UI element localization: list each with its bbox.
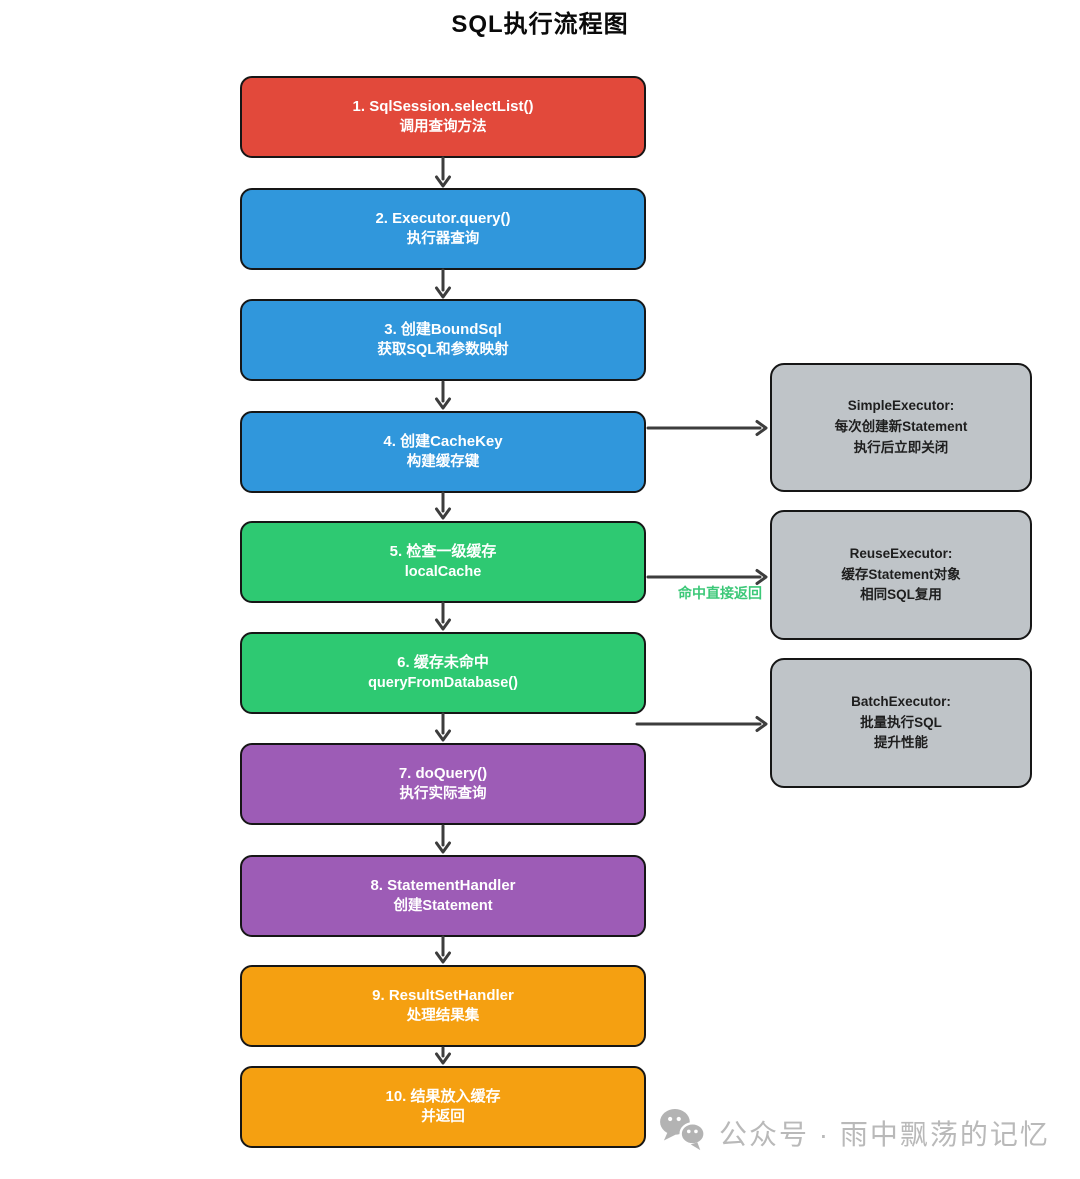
arrow-step2-step3 xyxy=(435,268,451,299)
note-title: BatchExecutor: xyxy=(851,693,951,709)
side-note-reuse-executor: ReuseExecutor: 缓存Statement对象 相同SQL复用 xyxy=(770,510,1032,640)
edge-label-cache-hit: 命中直接返回 xyxy=(678,585,762,601)
side-note-simple-executor: SimpleExecutor: 每次创建新Statement 执行后立即关闭 xyxy=(770,363,1032,492)
flow-step-3: 3. 创建BoundSql 获取SQL和参数映射 xyxy=(240,299,646,381)
flow-step-4: 4. 创建CacheKey 构建缓存键 xyxy=(240,411,646,493)
flow-step-8: 8. StatementHandler 创建Statement xyxy=(240,855,646,937)
step-title: 9. ResultSetHandler xyxy=(372,986,514,1004)
step-subtitle: 并返回 xyxy=(421,1109,465,1126)
flow-step-5: 5. 检查一级缓存 localCache xyxy=(240,521,646,603)
note-line: 缓存Statement对象 xyxy=(841,566,961,582)
arrow-step5-step6 xyxy=(435,601,451,631)
step-title: 3. 创建BoundSql xyxy=(384,320,502,338)
step-title: 4. 创建CacheKey xyxy=(383,432,503,450)
arrow-step6-step7 xyxy=(435,712,451,742)
arrow-step9-step10 xyxy=(435,1046,451,1065)
note-line: 每次创建新Statement xyxy=(834,419,968,435)
flow-step-9: 9. ResultSetHandler 处理结果集 xyxy=(240,965,646,1047)
step-subtitle: localCache xyxy=(404,564,482,581)
note-title: SimpleExecutor: xyxy=(847,398,955,414)
side-note-batch-executor: BatchExecutor: 批量执行SQL 提升性能 xyxy=(770,658,1032,788)
page-title: SQL执行流程图 xyxy=(451,11,629,38)
arrow-step3-step4 xyxy=(435,380,451,410)
flow-step-2: 2. Executor.query() 执行器查询 xyxy=(240,188,646,270)
arrow-step7-step8 xyxy=(435,824,451,854)
step-title: 6. 缓存未命中 xyxy=(397,653,489,671)
flow-step-7: 7. doQuery() 执行实际查询 xyxy=(240,743,646,825)
step-title: 2. Executor.query() xyxy=(375,209,511,227)
note-title: ReuseExecutor: xyxy=(849,545,953,561)
watermark: 公众号 · 雨中飘荡的记忆 xyxy=(659,1108,1050,1157)
wechat-icon xyxy=(659,1108,709,1157)
step-subtitle: 执行实际查询 xyxy=(399,786,487,803)
step-title: 5. 检查一级缓存 xyxy=(389,542,497,560)
step-title: 1. SqlSession.selectList() xyxy=(352,97,534,115)
note-line: 执行后立即关闭 xyxy=(853,439,949,455)
step-subtitle: 执行器查询 xyxy=(406,231,480,248)
step-subtitle: 处理结果集 xyxy=(406,1008,480,1025)
watermark-text: 公众号 · 雨中飘荡的记忆 xyxy=(719,1118,1050,1150)
note-line: 相同SQL复用 xyxy=(860,587,942,603)
step-subtitle: 调用查询方法 xyxy=(399,119,487,136)
flow-step-10: 10. 结果放入缓存 并返回 xyxy=(240,1066,646,1148)
arrow-step8-step9 xyxy=(435,935,451,964)
step-title: 7. doQuery() xyxy=(398,764,488,782)
note-line: 批量执行SQL xyxy=(860,714,942,730)
step-title: 8. StatementHandler xyxy=(370,876,516,894)
arrow-step5-reuse-executor xyxy=(646,569,768,585)
arrow-step1-step2 xyxy=(435,156,451,188)
step-subtitle: 构建缓存键 xyxy=(406,454,480,471)
step-title: 10. 结果放入缓存 xyxy=(385,1087,501,1105)
step-subtitle: queryFromDatabase() xyxy=(368,675,518,692)
arrow-step4-step5 xyxy=(435,491,451,520)
flow-step-1: 1. SqlSession.selectList() 调用查询方法 xyxy=(240,76,646,158)
arrow-step4-simple-executor xyxy=(646,420,768,436)
arrow-step6-batch-executor xyxy=(635,716,768,732)
step-subtitle: 创建Statement xyxy=(393,898,493,915)
step-subtitle: 获取SQL和参数映射 xyxy=(377,342,509,359)
flow-step-6: 6. 缓存未命中 queryFromDatabase() xyxy=(240,632,646,714)
note-line: 提升性能 xyxy=(874,735,928,751)
